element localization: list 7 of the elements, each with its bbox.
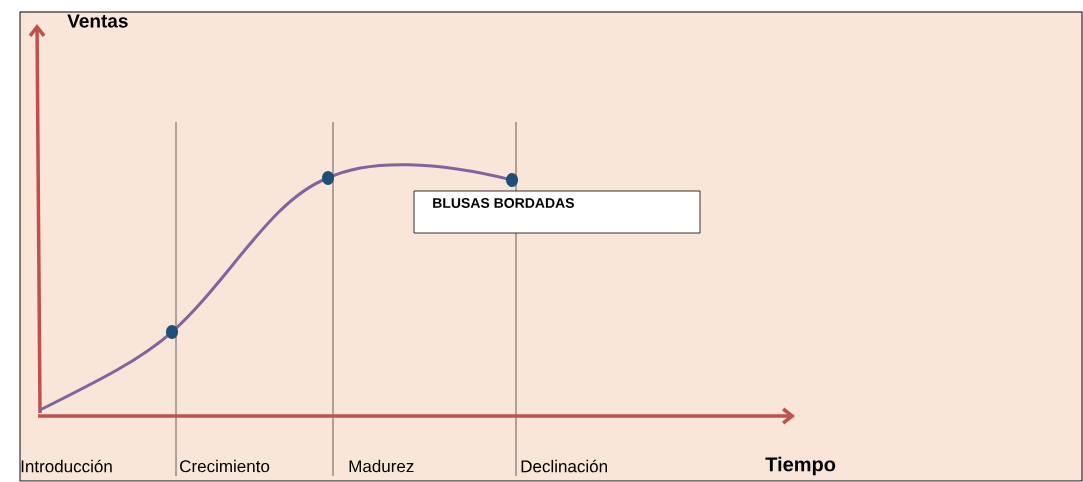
stage-label: Madurez (349, 459, 414, 473)
stage-label: Declinación (521, 459, 607, 473)
text-box: BLUSAS BORDADAS (413, 190, 701, 234)
stage-label: Crecimiento (180, 459, 270, 473)
stage-label: Introducción (21, 459, 112, 473)
axis-title: Tiempo (765, 456, 836, 476)
axis-title: Ventas (67, 14, 128, 28)
